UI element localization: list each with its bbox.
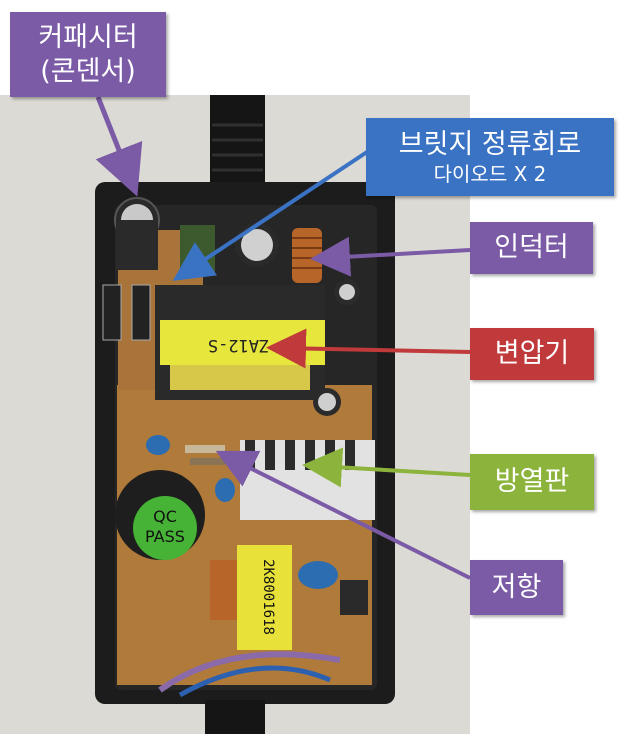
qc-pass-sticker — [133, 496, 197, 560]
arrow-icon — [95, 96, 143, 197]
label-bridge-line2: 다이오드 X 2 — [433, 162, 547, 186]
transformer-lower-tape — [170, 365, 310, 390]
capacitor-right-cap — [339, 284, 355, 300]
blue-capacitor-3 — [298, 561, 338, 589]
label-capacitor: 커패시터 (콘덴서) — [10, 12, 166, 97]
output-coil — [210, 560, 240, 620]
wire-blue — [178, 665, 331, 698]
arrow-icon — [172, 148, 372, 281]
label-inductor-text: 인덕터 — [494, 232, 569, 263]
arrow-icon — [310, 236, 471, 277]
power-cable-bottom — [205, 700, 265, 734]
resistor-2 — [190, 458, 225, 465]
capacitor-mid-right-cap — [318, 393, 336, 411]
label-inductor: 인덕터 — [470, 222, 593, 274]
diode-1 — [102, 284, 122, 341]
arrow-icon — [266, 328, 471, 369]
output-transformer — [237, 545, 292, 650]
cable-ridges — [212, 123, 263, 172]
label-transformer: 변압기 — [470, 328, 594, 380]
arrow-icon — [215, 450, 471, 580]
arrow-icon — [302, 447, 471, 488]
label-transformer-text: 변압기 — [494, 338, 570, 369]
wire-purple — [158, 651, 341, 693]
qc-text: QC — [153, 507, 177, 526]
capacitor-top-left-body — [116, 220, 158, 270]
chip-marking: 2K8001618 — [260, 559, 276, 635]
power-cable-top — [210, 95, 265, 195]
resistor-1 — [185, 445, 225, 453]
label-heatsink: 방열판 — [470, 454, 594, 510]
label-bridge-rectifier: 브릿지 정류회로 다이오드 X 2 — [366, 118, 614, 196]
label-resistor-text: 저항 — [491, 571, 542, 603]
label-resistor: 저항 — [470, 560, 563, 615]
label-capacitor-line2: (콘덴서) — [40, 55, 136, 87]
label-heatsink-text: 방열판 — [494, 466, 570, 497]
label-capacitor-line1: 커패시터 — [38, 21, 138, 53]
pass-text: PASS — [145, 527, 185, 546]
blue-capacitor-1 — [146, 435, 170, 455]
bottom-right-component — [340, 580, 368, 615]
capacitor-center-cap — [241, 229, 273, 261]
diode-2 — [131, 284, 151, 341]
label-bridge-line1: 브릿지 정류회로 — [398, 129, 582, 160]
